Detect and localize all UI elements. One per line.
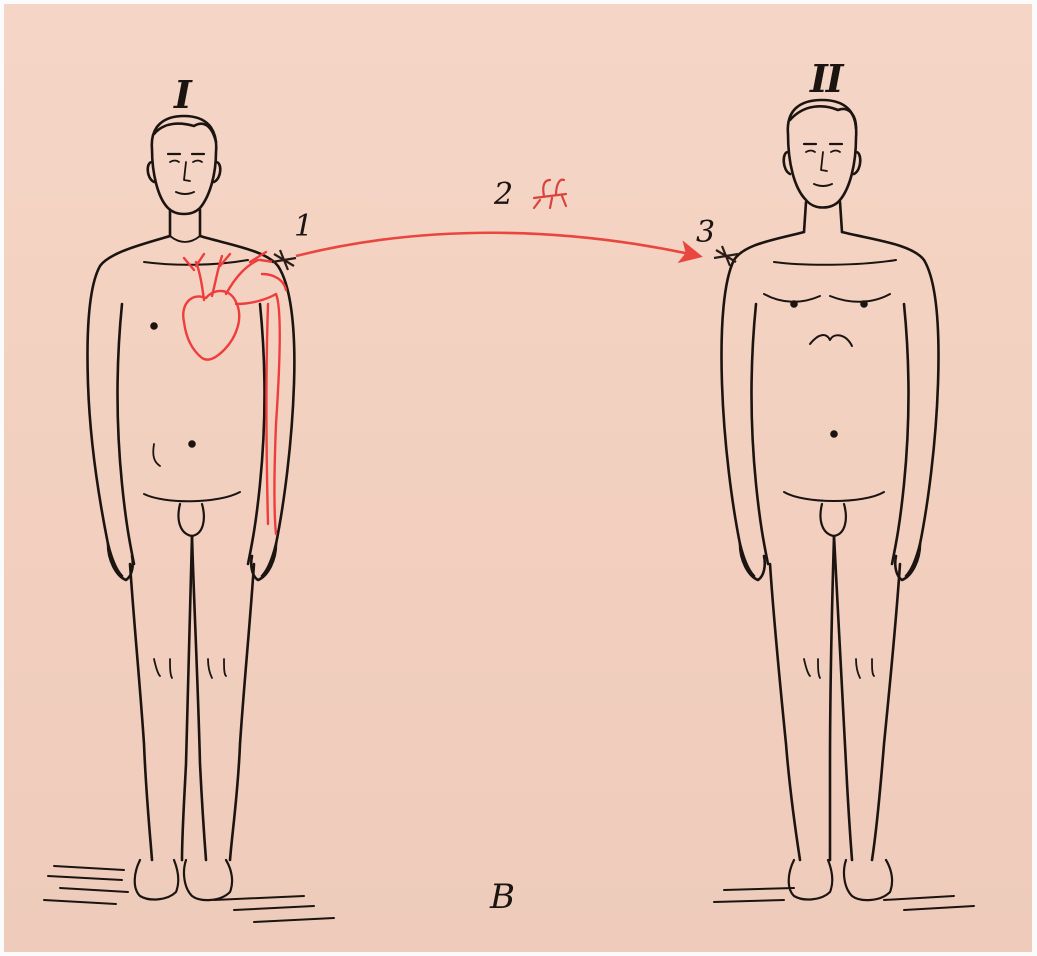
figure-two-label: II [810,60,842,98]
figure-one-body [44,116,334,922]
diagram-drawing [4,4,1032,952]
heart-icon [183,252,286,534]
marker-1-label: 1 [294,212,313,242]
bite-site-three [714,246,738,266]
marker-2-label: 2 [494,180,513,210]
transmission-diagram: I II 1 2 3 B [4,4,1032,952]
figure-two-body [714,100,974,910]
figure-one-label: I [174,76,190,114]
panel-letter: B [490,880,515,914]
bite-site-one [272,250,296,270]
transmission-arrow-icon [296,233,699,256]
marker-3-label: 3 [696,218,715,248]
mosquito-icon [534,180,566,208]
